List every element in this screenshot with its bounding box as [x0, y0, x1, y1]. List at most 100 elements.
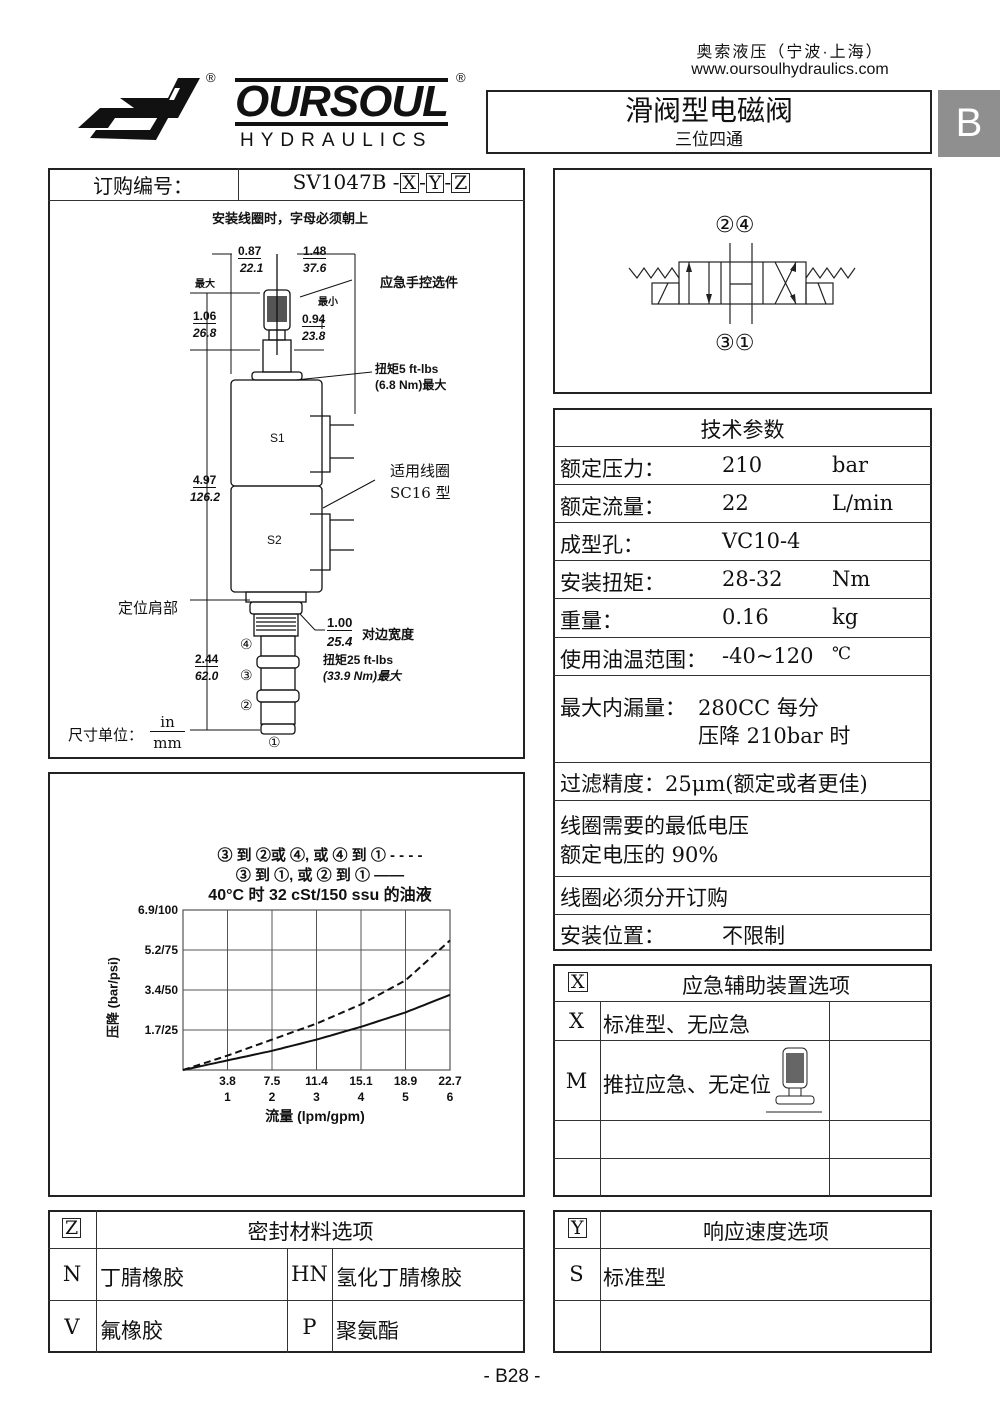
dimension-label: 25.4	[327, 634, 353, 649]
section-tab: B	[938, 90, 1000, 157]
dimension-label: 0.94	[302, 312, 326, 327]
spec-unit: L/min	[832, 491, 894, 515]
logo-text: OURSOUL	[235, 77, 449, 126]
pressure-drop-chart-panel	[48, 772, 525, 1197]
torque-label: (33.9 Nm)最大	[323, 669, 402, 683]
model-number: SV1047B	[292, 170, 387, 194]
spec-value: VC10-4	[722, 529, 801, 553]
option-desc: 标准型、无应急	[603, 1013, 750, 1037]
registered-mark: ®	[456, 70, 466, 85]
dimension-drawing-panel	[48, 168, 525, 759]
option-y-title: 响应速度选项	[703, 1220, 829, 1244]
tech-specs-table	[553, 408, 932, 951]
coil-type: SC16 型	[390, 484, 451, 502]
dimension-label: 23.8	[302, 329, 326, 343]
min-voltage-value: 额定电压的 90%	[560, 843, 719, 867]
option-code: M	[565, 1069, 588, 1093]
tick-label: 1	[224, 1090, 231, 1104]
tick-label: 18.9	[393, 1074, 418, 1088]
order-code-label: 订购编号：	[93, 174, 193, 198]
option-z-title: 密封材料选项	[247, 1220, 374, 1244]
filtration-spec: 过滤精度：25μm(额定或者更佳)	[560, 772, 868, 796]
torque-label: (6.8 Nm)最大	[375, 378, 447, 392]
seal-code: P	[302, 1315, 317, 1339]
tick-label: 5	[402, 1090, 409, 1104]
seal-material: 丁腈橡胶	[100, 1266, 184, 1290]
response-code: S	[569, 1262, 584, 1286]
port-labels-bottom: ③①	[715, 330, 755, 355]
dimension-label: 37.6	[303, 261, 327, 275]
spec-value: 22	[722, 491, 749, 515]
across-flats-label: 对边宽度	[362, 627, 415, 642]
min-voltage-label: 线圈需要的最低电压	[560, 814, 749, 838]
option-x-title: 应急辅助装置选项	[682, 974, 850, 998]
tick-label: 15.1	[349, 1074, 373, 1088]
port-1-label: ①	[268, 734, 281, 750]
max-label: 最大	[195, 279, 215, 290]
chart-title: 40°C 时 32 cSt/150 ssu 的油液	[208, 887, 432, 904]
separator: -	[419, 170, 426, 194]
leakage-value: 280CC 每分	[698, 696, 819, 720]
tick-label: 3	[313, 1090, 320, 1104]
seal-code: V	[64, 1315, 80, 1339]
specs-title: 技术参数	[700, 418, 785, 442]
order-code: SV1047B -X-Y-Z	[238, 170, 525, 194]
seal-material: 聚氨酯	[336, 1319, 399, 1343]
mount-value: 不限制	[722, 924, 785, 948]
title-box: 滑阀型电磁阀 三位四通	[486, 90, 932, 154]
dimension-label: 1.00	[327, 615, 353, 631]
port-2-label: ②	[240, 697, 253, 713]
manual-override-label: 应急手控选件	[380, 275, 459, 290]
seal-code: N	[62, 1262, 82, 1286]
tick-label: 22.7	[438, 1074, 462, 1088]
spec-label: 额定压力：	[560, 457, 665, 481]
spec-label: 安装扭矩：	[560, 571, 665, 595]
option-z-box: Z	[451, 173, 471, 193]
port-4-label: ④	[240, 636, 253, 652]
page-title: 滑阀型电磁阀	[624, 94, 793, 127]
option-z-code: Z	[62, 1218, 82, 1238]
spec-label: 额定流量：	[560, 495, 665, 519]
logo-subtext: HYDRAULICS	[240, 130, 433, 151]
leakage-condition: 压降 210bar 时	[698, 724, 851, 748]
y-axis-label: 压降 (bar/psi)	[105, 957, 121, 1038]
response-desc: 标准型	[603, 1266, 666, 1290]
spec-unit: ℃	[832, 644, 852, 664]
tick-label: 2	[268, 1090, 276, 1104]
option-y-code: Y	[568, 1218, 587, 1238]
torque-label: 扭矩5 ft-lbs	[375, 362, 439, 376]
dimension-label: 1.06	[193, 309, 217, 324]
separator: -	[392, 170, 400, 194]
website-link[interactable]: www.oursoulhydraulics.com	[691, 61, 889, 78]
option-y-table	[553, 1210, 932, 1353]
spec-value: 28-32	[722, 567, 783, 591]
coil-s2-label: S2	[267, 533, 282, 547]
port-3-label: ③	[240, 667, 253, 683]
option-x-table	[553, 964, 932, 1197]
tick-label: 6	[446, 1090, 454, 1104]
spec-unit: Nm	[832, 567, 871, 591]
spec-value: -40~120	[722, 644, 814, 668]
company-name: 奥索液压（宁波·上海）	[696, 44, 884, 61]
seal-material: 氟橡胶	[100, 1319, 163, 1343]
seal-material: 氢化丁腈橡胶	[336, 1266, 462, 1290]
option-code: X	[569, 1009, 584, 1033]
dimension-label: 22.1	[240, 261, 264, 275]
tick-label: 4	[357, 1090, 365, 1104]
spec-unit: kg	[832, 605, 859, 629]
torque-label: 扭矩25 ft-lbs	[323, 653, 394, 667]
tick-label: 11.4	[305, 1074, 328, 1088]
page-subtitle: 三位四通	[675, 130, 743, 150]
tick-label: 5.2/75	[144, 943, 178, 957]
tick-label: 1.7/25	[144, 1023, 178, 1037]
units-mm: mm	[153, 734, 182, 752]
coil-mounting-note: 安装线圈时，字母必须朝上	[211, 211, 368, 226]
spec-value: 0.16	[722, 605, 769, 629]
dimension-label: 62.0	[195, 669, 219, 683]
mount-label: 安装位置：	[560, 924, 665, 948]
spec-value: 210	[722, 453, 763, 477]
coil-label: 适用线圈	[390, 462, 451, 480]
seal-code: HN	[291, 1262, 328, 1286]
dimension-label: 4.97	[193, 473, 217, 488]
option-x-code: X	[568, 972, 588, 992]
